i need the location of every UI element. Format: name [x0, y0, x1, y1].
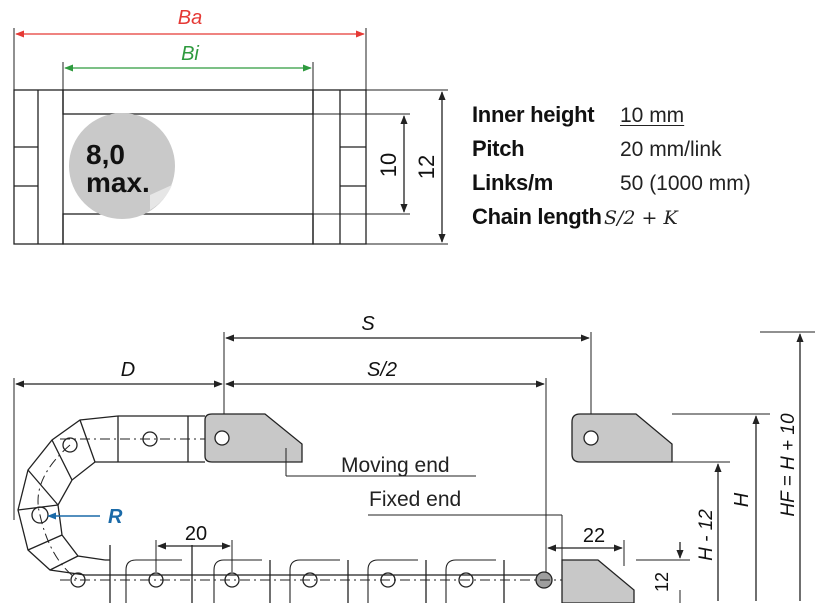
- inner-width-label: Bi: [181, 43, 199, 65]
- label-fixed-end: Fixed end: [369, 488, 461, 511]
- cross-section: [13, 28, 448, 245]
- spec-value: S/2 + K: [604, 207, 678, 229]
- label-H-minus-12: H - 12: [696, 509, 717, 561]
- moving-end-bracket: [204, 413, 303, 463]
- spec-value: 20 mm/link: [620, 138, 722, 161]
- label-HF: HF = H + 10: [778, 413, 799, 517]
- label-moving-end: Moving end: [341, 454, 450, 477]
- moving-end-bracket-right: [571, 413, 673, 463]
- label-D: D: [121, 359, 135, 381]
- spec-row-pitch: Pitch 20 mm/link: [472, 136, 751, 170]
- spec-value: 50 (1000 mm): [620, 172, 751, 195]
- specs-table: Inner height 10 mm Pitch 20 mm/link Link…: [472, 102, 751, 238]
- badge-value: 8,0: [86, 139, 125, 170]
- label-22: 22: [583, 525, 605, 547]
- bottom-crossbar: [62, 213, 314, 245]
- max-cable-badge: 8,0 max.: [69, 113, 175, 219]
- label-R: R: [108, 506, 123, 528]
- label-S: S: [361, 313, 375, 335]
- spec-label: Chain length: [472, 204, 602, 229]
- fixed-end-bracket: [561, 559, 635, 603]
- label-S-half: S/2: [367, 359, 397, 381]
- spec-value: 10 mm: [620, 104, 685, 127]
- top-crossbar: [62, 89, 314, 115]
- spec-label: Inner height: [472, 102, 595, 127]
- label-pitch: 20: [185, 523, 207, 545]
- spec-label: Links/m: [472, 170, 554, 195]
- spec-row-chain-length: Chain length S/2 + K: [472, 204, 751, 238]
- label-H: H: [731, 492, 753, 507]
- label-12: 12: [652, 572, 672, 592]
- installation-drawing: [13, 331, 815, 603]
- spec-label: Pitch: [472, 136, 525, 161]
- badge-suffix: max.: [86, 167, 150, 198]
- spec-row-inner-height: Inner height 10 mm: [472, 102, 751, 136]
- outer-height-label: 12: [414, 155, 439, 179]
- outer-width-label: Ba: [178, 7, 202, 29]
- spec-row-links-per-meter: Links/m 50 (1000 mm): [472, 170, 751, 204]
- inner-height-label: 10: [376, 153, 401, 177]
